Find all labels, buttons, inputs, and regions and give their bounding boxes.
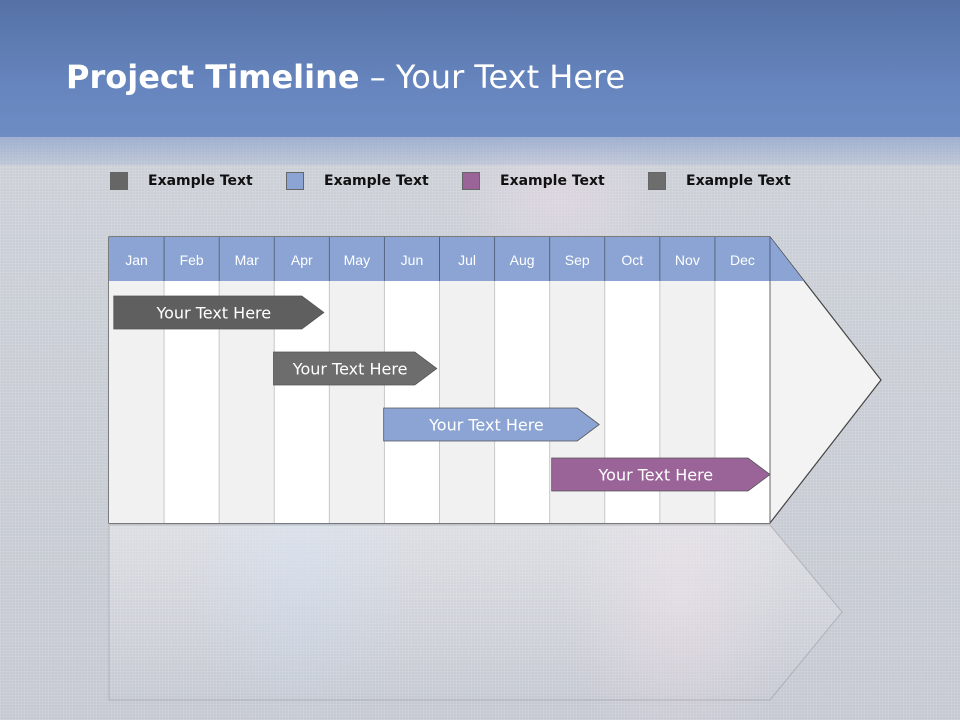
slide-title-bold: Project Timeline	[66, 58, 360, 96]
task-arrow-4	[551, 457, 771, 492]
month-label-nov: Nov	[675, 252, 700, 268]
month-label-may: May	[344, 252, 370, 268]
task-arrow-1	[113, 295, 325, 330]
legend-swatch-2	[286, 172, 304, 190]
task-arrow-2	[273, 351, 438, 386]
month-labels: Jan Feb Mar Apr May Jun Jul Aug Sep Oct Nov Dec	[125, 252, 755, 268]
month-label-oct: Oct	[621, 252, 643, 268]
legend-swatch-1	[110, 172, 128, 190]
task-bar-3: Your Text Here	[383, 407, 600, 442]
legend-label-1: Example Text	[148, 173, 253, 189]
legend-item-1: Example Text	[110, 170, 253, 192]
legend-item-2: Example Text	[286, 170, 429, 192]
month-column-aug	[494, 281, 550, 523]
task-arrow-3	[383, 407, 600, 442]
legend-swatch-4	[648, 172, 666, 190]
month-label-feb: Feb	[180, 252, 204, 268]
title-banner	[0, 0, 960, 137]
month-column-may	[329, 281, 385, 523]
legend-item-3: Example Text	[462, 170, 605, 192]
task-label-3: Your Text Here	[428, 416, 544, 435]
timeline-reflection	[108, 524, 843, 701]
month-label-jul: Jul	[458, 252, 476, 268]
task-label-4: Your Text Here	[598, 466, 714, 485]
task-bar-4: Your Text Here	[551, 457, 771, 492]
task-label-1: Your Text Here	[155, 304, 271, 323]
task-bar-2: Your Text Here	[273, 351, 438, 386]
legend-label-3: Example Text	[500, 173, 605, 189]
month-label-jun: Jun	[401, 252, 424, 268]
month-label-mar: Mar	[235, 252, 259, 268]
legend-item-4: Example Text	[648, 170, 791, 192]
task-bar-1: Your Text Here	[113, 295, 325, 330]
month-label-jan: Jan	[125, 252, 148, 268]
month-label-aug: Aug	[510, 252, 535, 268]
month-column-jul	[439, 281, 495, 523]
timeline-header	[109, 237, 804, 281]
month-label-sep: Sep	[565, 252, 590, 268]
legend-label-4: Example Text	[686, 173, 791, 189]
legend-label-2: Example Text	[324, 173, 429, 189]
slide-title: Project Timeline – Your Text Here	[66, 58, 625, 96]
month-label-dec: Dec	[730, 252, 755, 268]
title-banner-band	[0, 137, 960, 165]
slide-title-rest: – Your Text Here	[359, 58, 626, 96]
month-label-apr: Apr	[291, 252, 313, 268]
task-label-2: Your Text Here	[292, 360, 408, 379]
month-column-jun	[384, 281, 440, 523]
legend-swatch-3	[462, 172, 480, 190]
